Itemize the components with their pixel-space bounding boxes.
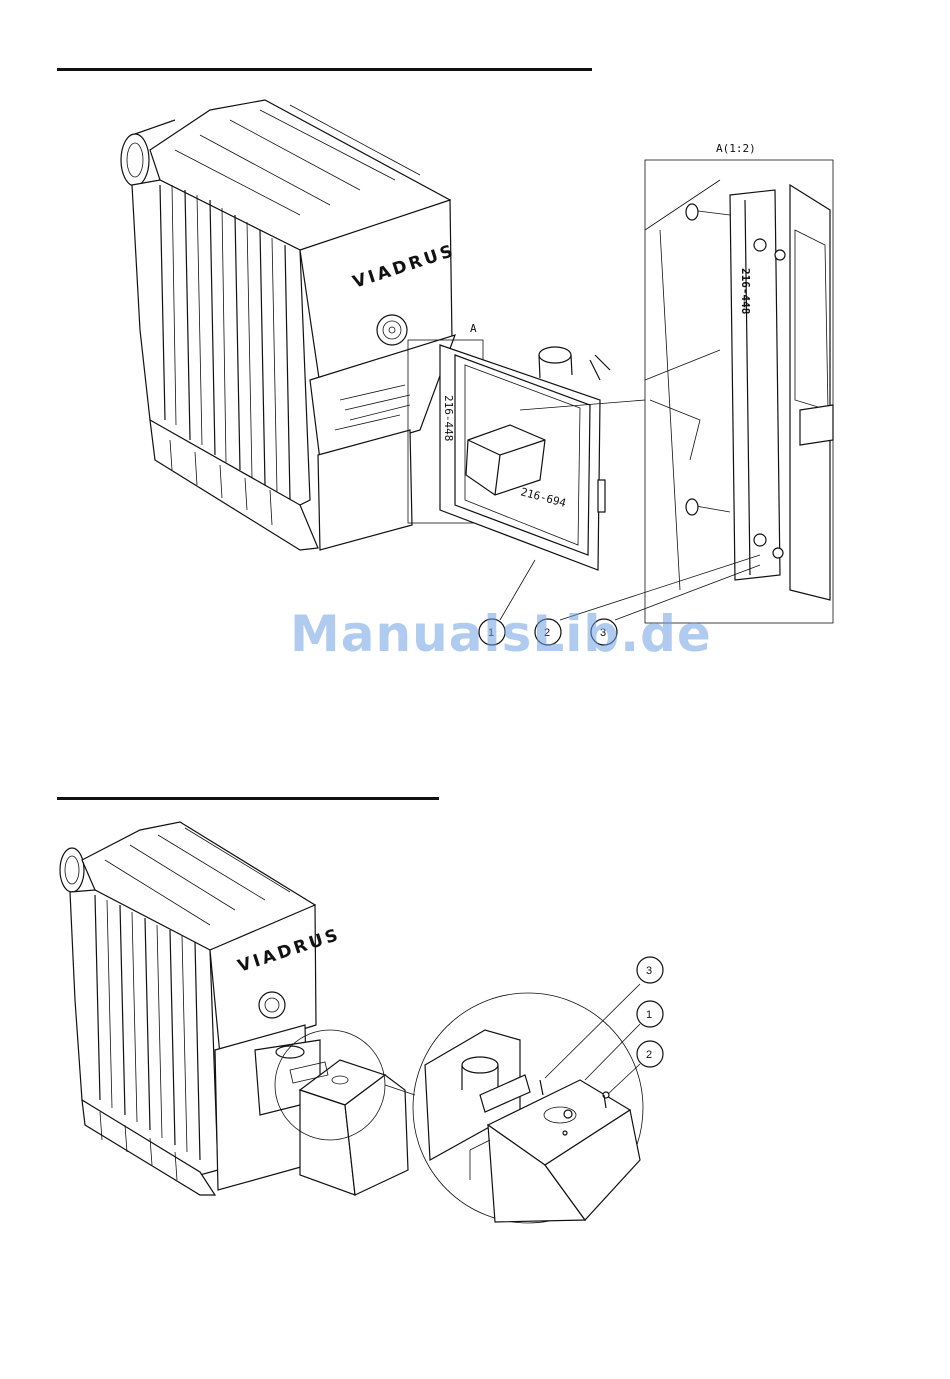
callouts-bottom: 3 1 2 [545,957,663,1094]
callout-2-bottom: 2 [646,1049,652,1061]
door-code: 216-448 [442,395,455,441]
detail-view-a: 216-448 [645,160,833,623]
detail-label-a: A [470,322,477,335]
detail-part-code: 216-448 [739,268,752,314]
callout-1-bottom: 1 [646,1009,652,1021]
watermark: ManualsLib.de [290,605,712,663]
boiler-drawing-bottom: VIADRUS [60,822,408,1195]
detail-title: A(1:2) [716,142,756,155]
callout-3-bottom: 3 [646,965,652,977]
magnified-detail-bottom [413,993,643,1223]
door-assembly-top: 216-694 216-448 [440,345,610,570]
